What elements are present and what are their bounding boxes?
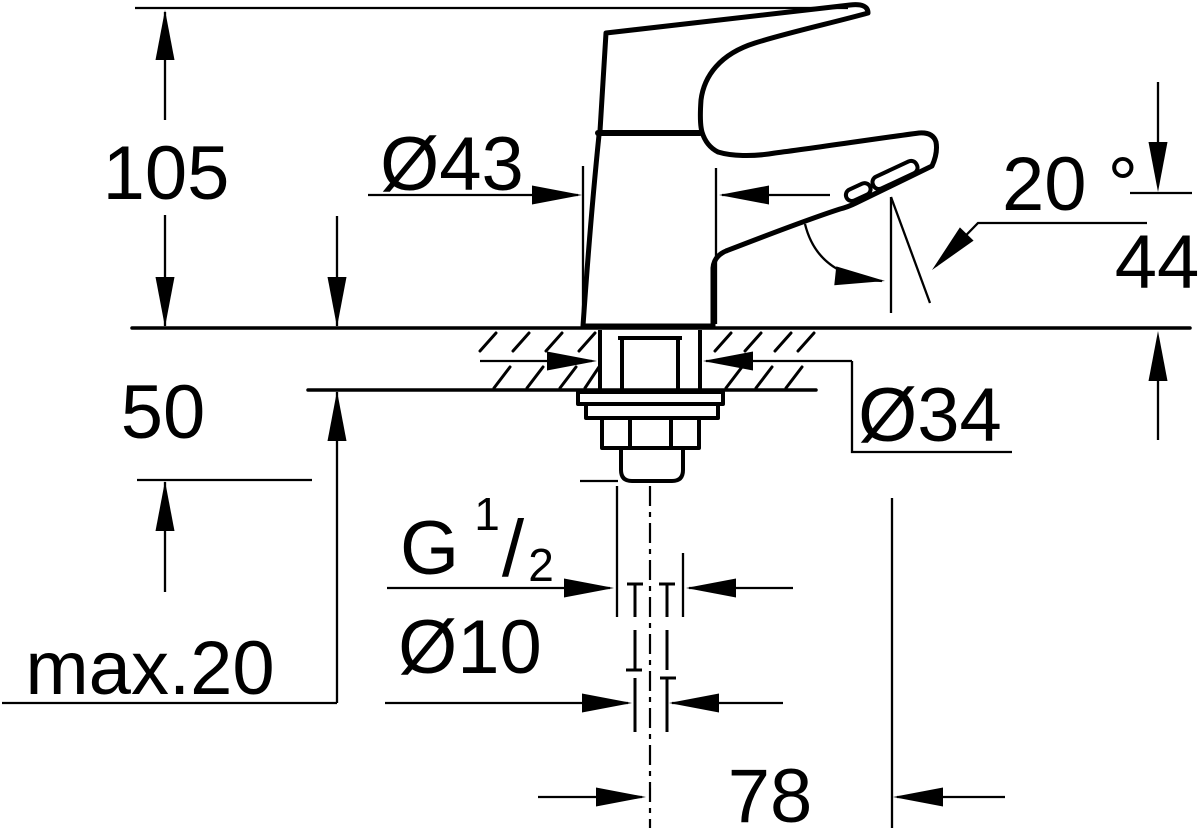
dim-44-label: 44 [1115, 220, 1200, 305]
arrowhead-down [1148, 142, 1168, 192]
dim-105: 105 [103, 6, 848, 327]
dim-max20-label: max.20 [25, 626, 274, 711]
arrowhead-down [327, 277, 347, 327]
arrowhead-right [596, 787, 646, 807]
arrowhead-right [547, 351, 597, 371]
dim-g12-numerator: 1 [474, 488, 500, 540]
leader-line [850, 361, 1012, 454]
faucet-body-path [580, 2, 939, 329]
arrowhead-right [582, 693, 632, 713]
dim-34-label: Ø34 [858, 373, 1002, 458]
faucet-outline [580, 2, 939, 329]
dim-50: 50 [121, 370, 618, 592]
arrowhead-up [1148, 331, 1168, 381]
arrowhead-left [686, 578, 736, 598]
angle-slanted-line [889, 196, 932, 304]
dim-20deg-label: 20 ° [1002, 142, 1138, 227]
mounting-deck-section [130, 326, 1192, 392]
aerator [843, 158, 920, 204]
dim-50-label: 50 [121, 370, 206, 455]
dim-44: 44 [1115, 82, 1200, 440]
mounting-nut [600, 416, 701, 450]
mounting-hardware [576, 390, 725, 483]
dim-10-label: Ø10 [398, 605, 542, 690]
arrowhead-up [155, 10, 175, 60]
arrowhead-up [155, 481, 175, 531]
dim-g12-denominator: 2 [528, 539, 554, 591]
arrowhead-right [564, 578, 614, 598]
deck-hole-and-shank [598, 330, 702, 390]
dim-g12-slash: / [502, 504, 525, 593]
dim-43-label: Ø43 [380, 122, 524, 207]
flange-plate [584, 402, 720, 420]
dim-max20: max.20 [2, 216, 347, 711]
arrowhead-left [703, 351, 753, 371]
dim-43: Ø43 [368, 122, 830, 324]
arrowhead-down [155, 277, 175, 327]
dim-g12: G 1 / 2 [387, 486, 793, 617]
aerator-slot [870, 158, 920, 192]
arrowhead-up [327, 391, 347, 441]
dim-20deg: 20 ° [803, 142, 1147, 313]
threaded-shank [619, 446, 685, 483]
arrowhead-right [532, 185, 582, 205]
dim-10: Ø10 [385, 605, 783, 713]
arrowhead-left [669, 693, 719, 713]
dim-34: Ø34 [480, 351, 1012, 458]
arrowhead-left [719, 185, 769, 205]
dim-105-label: 105 [103, 131, 230, 216]
arrowhead-leader [932, 227, 974, 270]
arrowhead-left [893, 787, 943, 807]
arrowhead-arc [834, 266, 885, 286]
supply-pipe [626, 486, 676, 828]
dim-78: 78 [538, 498, 1005, 828]
dim-78-label: 78 [728, 754, 813, 828]
aerator-slot [843, 181, 873, 204]
deck-hatching [478, 331, 816, 390]
pipe-segment-lower [626, 630, 676, 732]
dim-g12-prefix: G [400, 506, 459, 591]
pipe-segment-upper [627, 582, 675, 617]
